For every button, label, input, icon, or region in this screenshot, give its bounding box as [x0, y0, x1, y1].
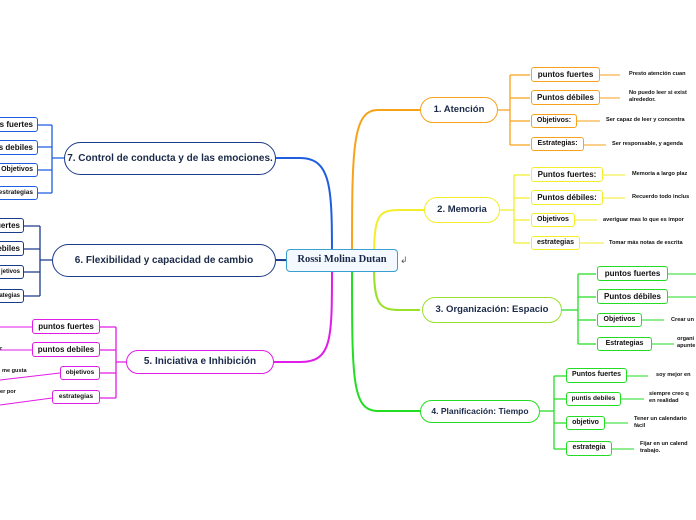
planificacion-objetivo[interactable]: objetivo — [566, 416, 605, 430]
memoria-puntos-fuertes[interactable]: Puntos fuertes: — [531, 167, 603, 182]
organizacion-objetivos[interactable]: Objetivos — [597, 313, 642, 327]
memoria-estrategias-text: Tomar más notas de escrita — [609, 240, 683, 246]
iniciativa-estrategias[interactable]: estrategias — [52, 390, 100, 404]
iniciativa-estrategias-text: er por — [0, 389, 16, 395]
flexibilidad-puntos-fuertes[interactable]: uertes — [0, 218, 24, 233]
planificacion-fuertes-text: soy mejor en — [656, 372, 691, 378]
memoria-debiles-text: Recuerdo todo inclus — [632, 194, 690, 200]
memoria-objetivos-text: averiguar mas lo que es impor — [603, 217, 684, 223]
planificacion-objetivo-text: Tener un calendario fácil — [634, 416, 687, 430]
planificacion-puntos-debiles[interactable]: puntis debiles — [566, 392, 621, 406]
organizacion-puntos-debiles[interactable]: Puntos débiles — [597, 289, 668, 304]
branch-planificacion[interactable]: 4. Planificación: Tiempo — [420, 400, 540, 423]
branch-iniciativa[interactable]: 5. Iniciativa e Inhibición — [126, 350, 274, 374]
iniciativa-debiles-text: r — [0, 346, 3, 352]
branch-flexibilidad[interactable]: 6. Flexibilidad y capacidad de cambio — [52, 244, 276, 277]
memoria-objetivos[interactable]: Objetivos — [531, 213, 575, 227]
atencion-estrategias[interactable]: Estrategias: — [531, 137, 584, 151]
flexibilidad-puntos-debiles[interactable]: ebiles — [0, 241, 24, 256]
organizacion-estrategias[interactable]: Estrategias — [597, 337, 652, 351]
atencion-estrategias-text: Ser responsable, y agenda — [612, 141, 683, 147]
planificacion-estrategia[interactable]: estrategia — [566, 441, 612, 456]
organizacion-puntos-fuertes[interactable]: puntos fuertes — [597, 266, 668, 281]
flexibilidad-estrategias[interactable]: trategias — [0, 289, 24, 303]
link-icon[interactable]: ↲ — [400, 255, 408, 265]
control-objetivos[interactable]: Objetivos — [0, 163, 38, 177]
planificacion-puntos-fuertes[interactable]: Puntos fuertes — [566, 368, 627, 383]
atencion-objetivos-text: Ser capaz de leer y concentra — [606, 117, 685, 123]
control-puntos-fuertes[interactable]: s fuertes — [0, 117, 38, 132]
central-topic[interactable]: Rossi Molina Dutan — [286, 249, 398, 272]
organizacion-estrategias-text: organi apunte — [677, 336, 696, 350]
flexibilidad-objetivos[interactable]: jetivos — [0, 265, 24, 279]
memoria-estrategias[interactable]: estrategias — [531, 236, 580, 250]
branch-atencion[interactable]: 1. Atención — [420, 97, 498, 123]
atencion-objetivos[interactable]: Objetivos: — [531, 114, 577, 128]
atencion-fuertes-text: Presto atención cuan — [629, 71, 686, 77]
control-estrategias[interactable]: estrategias — [0, 186, 38, 200]
branch-control-conducta[interactable]: 7. Control de conducta y de las emocione… — [64, 142, 276, 175]
memoria-puntos-debiles[interactable]: Puntos débiles: — [531, 190, 603, 205]
iniciativa-objetivos[interactable]: objetivos — [60, 366, 100, 380]
organizacion-objetivos-text: Crear un — [671, 317, 695, 323]
atencion-puntos-fuertes[interactable]: puntos fuertes — [531, 67, 600, 82]
memoria-fuertes-text: Memoria a largo plaz — [632, 171, 688, 177]
planificacion-debiles-text: siempre creo q en realidad — [649, 391, 689, 405]
branch-organizacion[interactable]: 3. Organización: Espacio — [422, 297, 562, 323]
iniciativa-objetivos-text: me gusta — [2, 368, 27, 374]
iniciativa-puntos-fuertes[interactable]: puntos fuertes — [32, 319, 100, 334]
atencion-puntos-debiles[interactable]: Puntos débiles — [531, 90, 600, 105]
planificacion-estrategia-text: Fijar en un calend trabajo. — [640, 441, 688, 455]
control-puntos-debiles[interactable]: s debiles — [0, 140, 38, 155]
iniciativa-puntos-debiles[interactable]: puntos debiles — [32, 342, 100, 357]
atencion-debiles-text: No puedo leer si exist alrededor. — [629, 90, 687, 104]
branch-memoria[interactable]: 2. Memoria — [424, 197, 500, 223]
